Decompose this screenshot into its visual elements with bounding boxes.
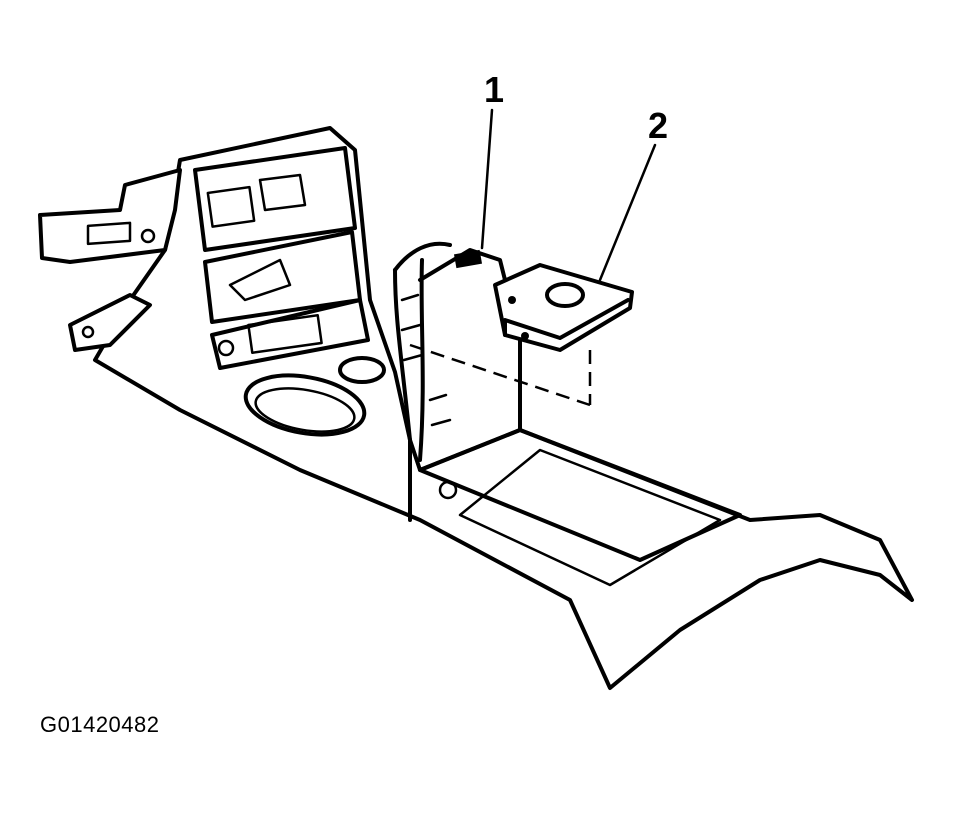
callout-2-label: 2 <box>648 105 669 146</box>
part-1-bracket <box>393 241 522 462</box>
alignment-lines <box>409 343 592 407</box>
console-body <box>38 126 914 690</box>
leader-lines <box>480 108 657 282</box>
bezel-openings <box>193 146 370 370</box>
armrest-tray <box>408 428 742 587</box>
part-2-module <box>493 263 634 352</box>
figure-id: G01420482 <box>40 712 160 737</box>
callout-1-label: 1 <box>484 69 505 110</box>
cup-holders <box>243 356 386 437</box>
